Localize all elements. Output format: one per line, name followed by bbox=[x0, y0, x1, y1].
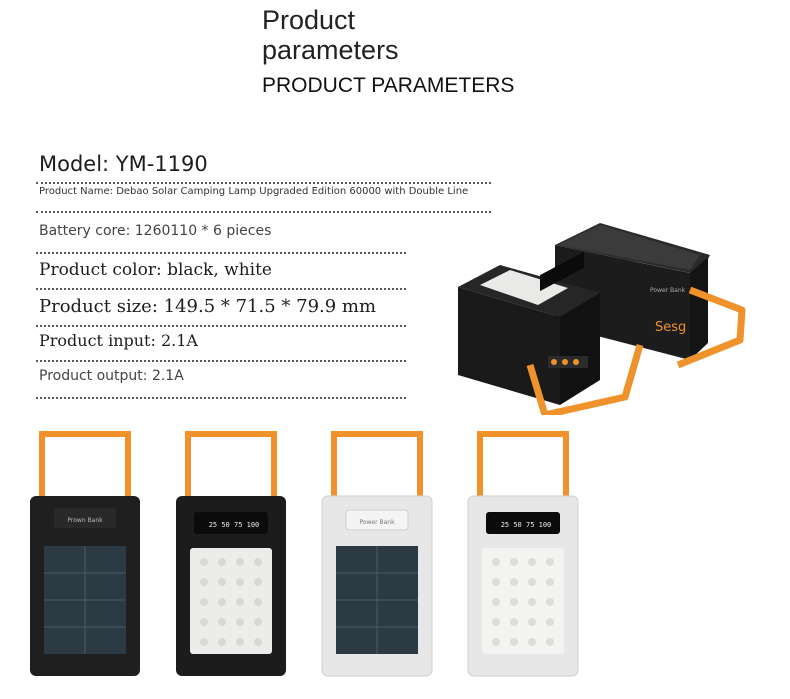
spec-product-output: Product output: 2.1A bbox=[39, 368, 184, 384]
spec-product-name: Product Name: Debao Solar Camping Lamp U… bbox=[39, 186, 469, 197]
power-bank-white-led: 25 50 75 100 bbox=[467, 431, 579, 677]
product-photo-angled: Power Bank Sesg bbox=[458, 223, 746, 415]
divider-dotted bbox=[36, 211, 491, 213]
divider-dotted bbox=[36, 397, 406, 399]
divider-dotted bbox=[36, 252, 406, 254]
page-title-line-2: parameters bbox=[262, 35, 399, 65]
unit4-display-readout: 25 50 75 100 bbox=[501, 521, 552, 529]
spec-model: Model: YM-1190 bbox=[39, 152, 208, 176]
divider-dotted bbox=[36, 360, 406, 362]
power-bank-black-solar: Prown Bank bbox=[30, 431, 140, 676]
product-lineup: Prown Bank 25 50 75 100 Power Bank bbox=[30, 431, 579, 677]
power-bank-black-led: 25 50 75 100 bbox=[176, 431, 286, 676]
spec-product-input: Product input: 2.1A bbox=[39, 331, 198, 350]
back-brand-label: Power Bank bbox=[650, 287, 686, 294]
unit1-brand-label: Prown Bank bbox=[67, 517, 103, 524]
divider-dotted bbox=[36, 182, 491, 184]
power-bank-front bbox=[458, 251, 644, 415]
spec-battery-core: Battery core: 1260110 * 6 pieces bbox=[39, 223, 272, 239]
watermark-text: Sesg bbox=[655, 320, 686, 335]
divider-dotted bbox=[36, 325, 406, 327]
page-subtitle: PRODUCT PARAMETERS bbox=[262, 74, 515, 97]
unit3-brand-label: Power Bank bbox=[359, 519, 395, 526]
page-title-line-1: Product bbox=[262, 5, 356, 35]
spec-product-size: Product size: 149.5 * 71.5 * 79.9 mm bbox=[39, 296, 377, 317]
unit2-display-readout: 25 50 75 100 bbox=[209, 521, 260, 529]
spec-product-color: Product color: black, white bbox=[39, 260, 272, 280]
divider-dotted bbox=[36, 288, 406, 290]
power-bank-white-solar: Power Bank bbox=[321, 431, 433, 677]
